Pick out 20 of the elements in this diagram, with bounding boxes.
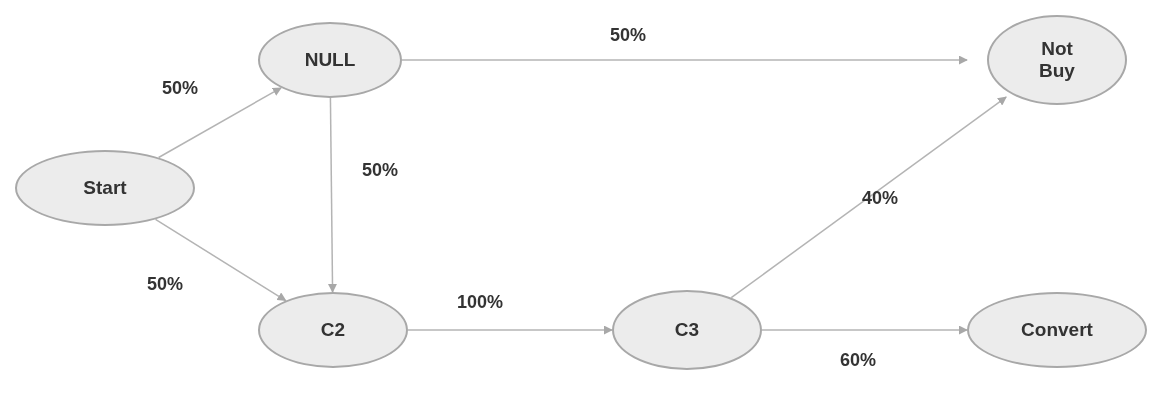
arrow — [407, 325, 613, 335]
arrow — [401, 55, 968, 65]
edge-label: 50% — [162, 77, 198, 99]
edge-label: 50% — [147, 273, 183, 295]
arrow — [154, 218, 287, 302]
node-label: Start — [83, 177, 127, 199]
node-label: Not Buy — [1038, 38, 1076, 82]
arrow — [730, 96, 1007, 299]
arrow — [157, 87, 282, 159]
node-label: C3 — [674, 319, 700, 341]
node-label: Convert — [1021, 319, 1093, 341]
edge-label: 60% — [840, 349, 876, 371]
edge-label: 100% — [457, 291, 503, 313]
arrow — [761, 325, 968, 335]
node-label: NULL — [304, 49, 356, 71]
edge-label: 50% — [610, 24, 646, 46]
node-label: C2 — [320, 319, 346, 341]
edge-label: 50% — [362, 159, 398, 181]
arrow — [328, 97, 337, 293]
edge-label: 40% — [862, 187, 898, 209]
